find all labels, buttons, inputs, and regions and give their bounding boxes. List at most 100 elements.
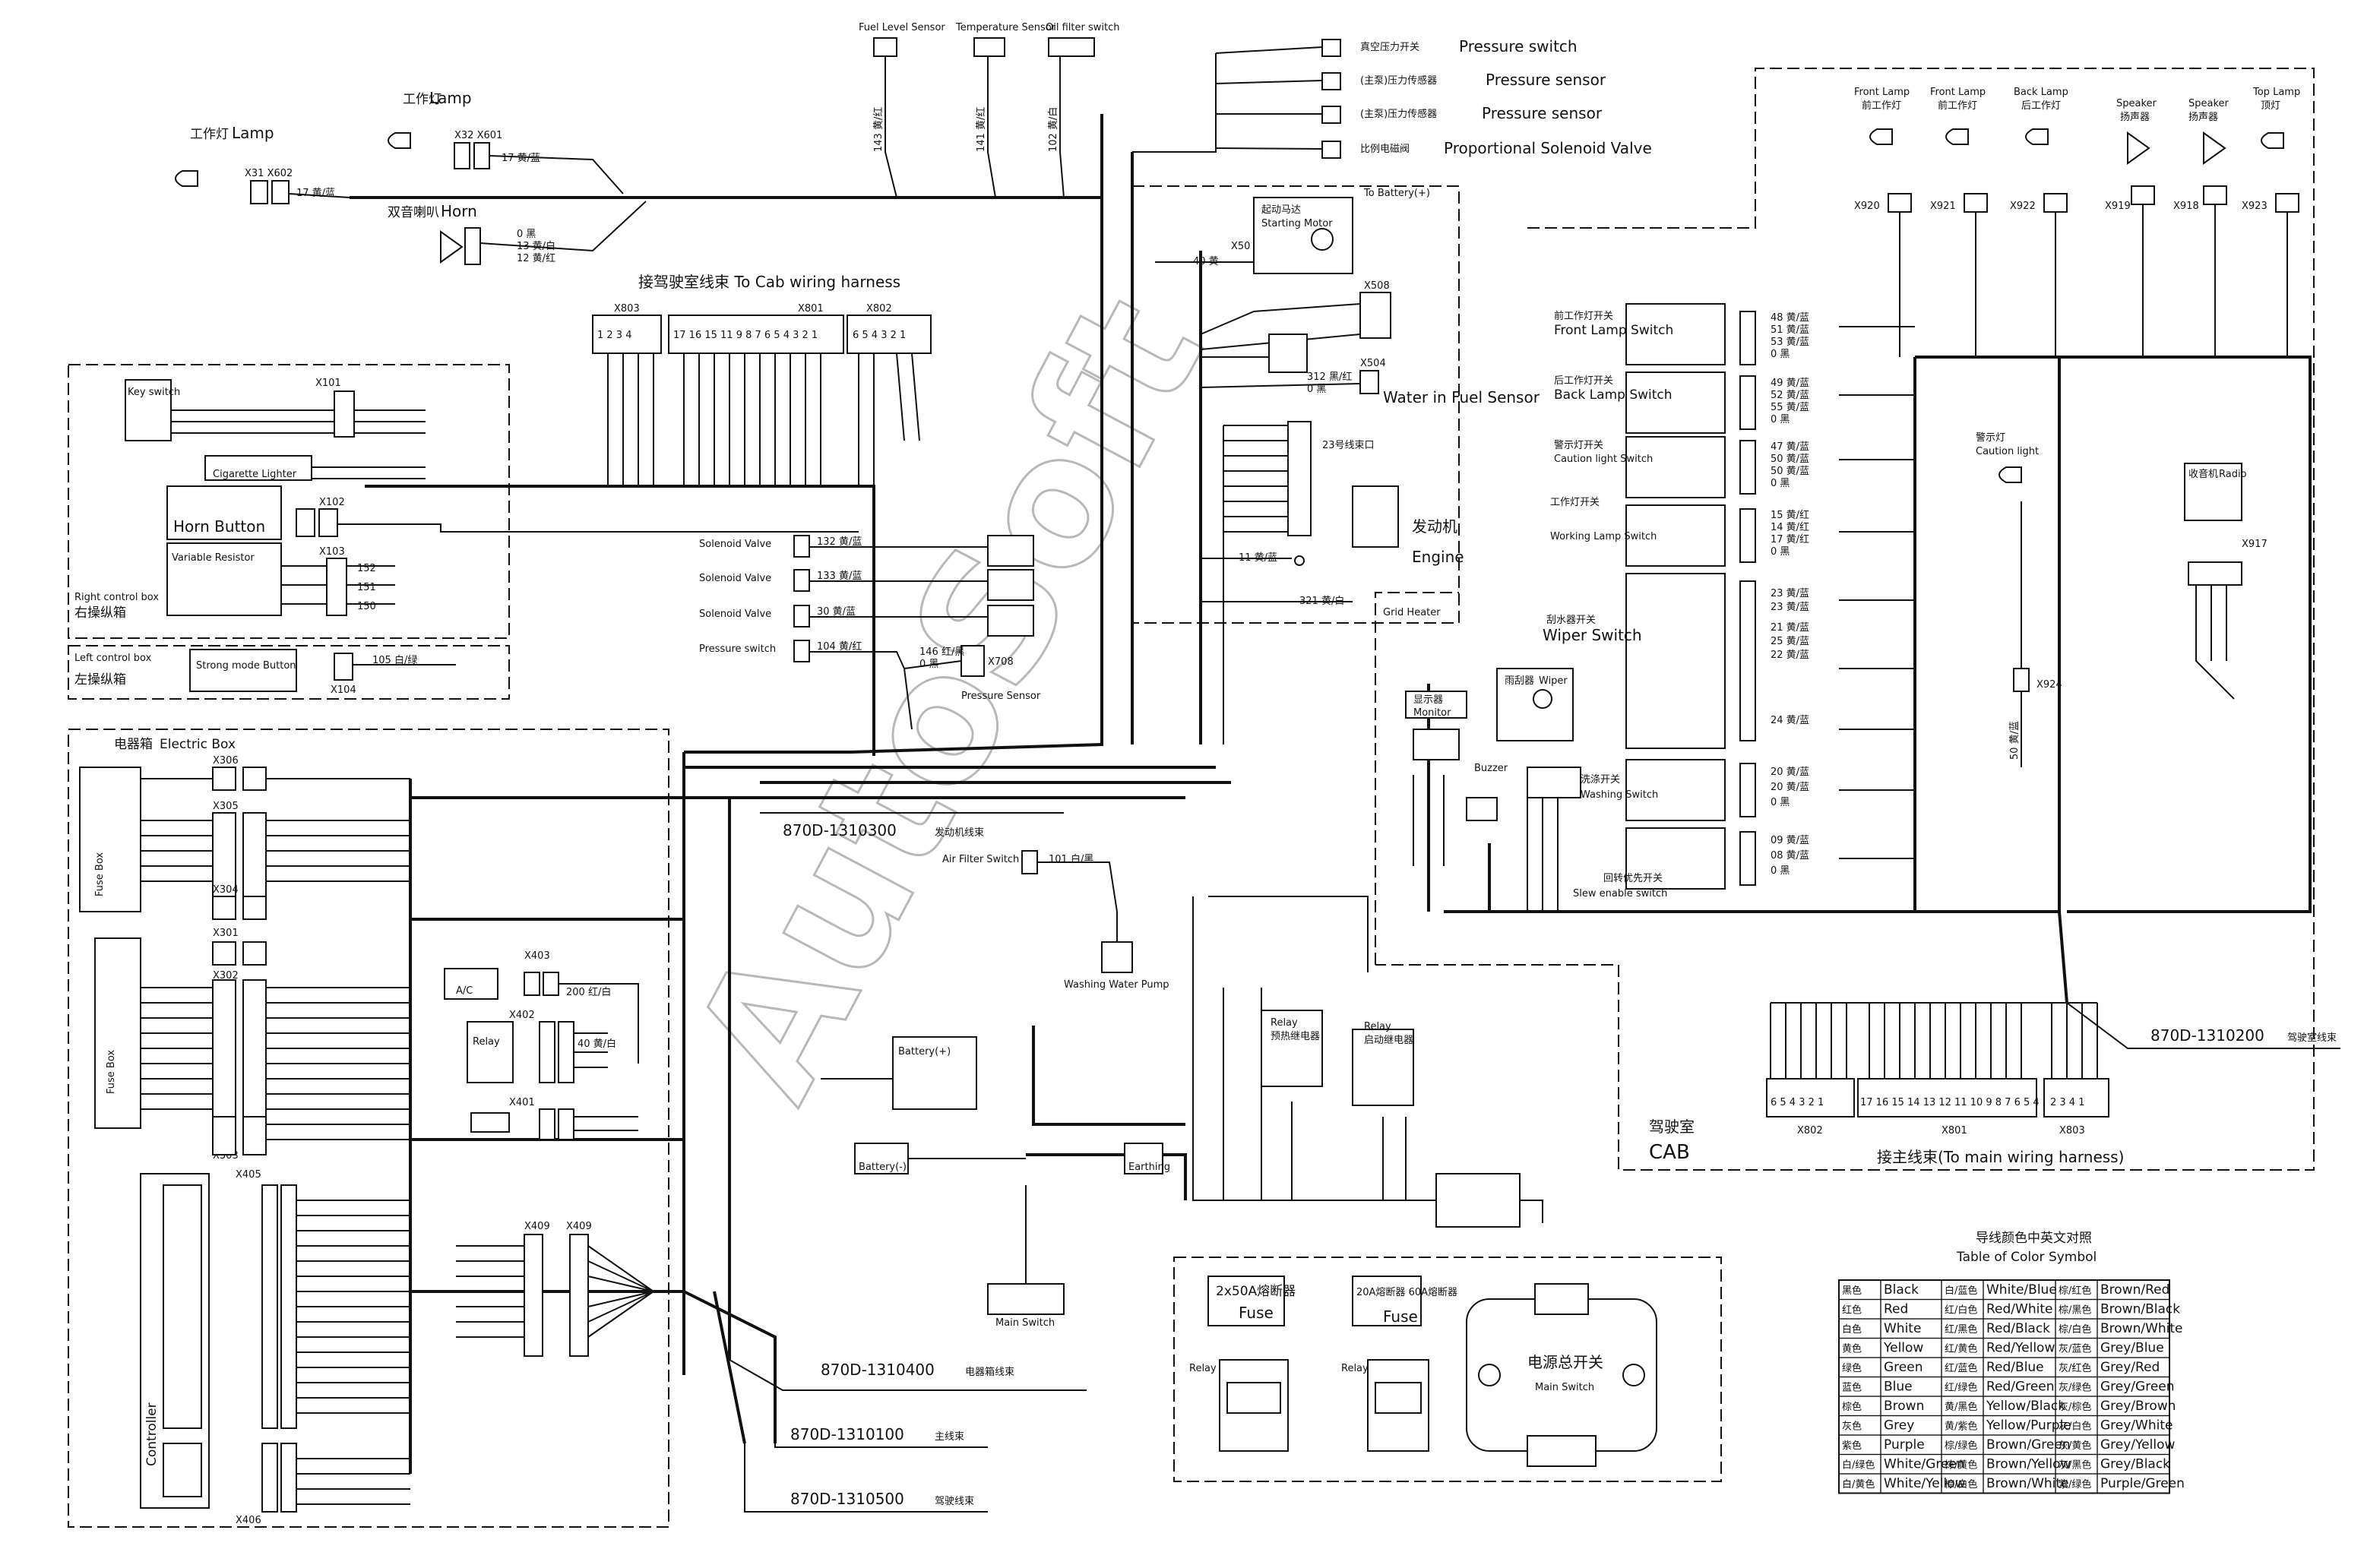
solenoid-2-wire: 133 黄/蓝 bbox=[817, 571, 862, 582]
main-harness-connectors: 6 5 4 3 2 1 X802 17 16 15 14 13 12 11 10… bbox=[1766, 1002, 2124, 1166]
color-table-cell: Grey/Brown bbox=[2100, 1399, 2176, 1414]
oil-filter-switch-wire: 102 黄/白 bbox=[1047, 107, 1059, 152]
main-switch-bottom-en: Main Switch bbox=[1535, 1382, 1594, 1393]
solenoid-2: Solenoid Valve 133 黄/蓝 bbox=[699, 569, 1034, 601]
x401-label: X401 bbox=[509, 1097, 535, 1108]
main-wire-trunks bbox=[350, 114, 2312, 1444]
color-table-cell: Red/Blue bbox=[1986, 1360, 2044, 1375]
color-table-cell: 棕/黑色 bbox=[2059, 1304, 2091, 1317]
solenoid-4-wire: 104 黄/红 bbox=[817, 640, 862, 653]
strong-mode-button-label: Strong mode Button bbox=[196, 660, 296, 672]
color-table-cell: 灰/蓝色 bbox=[2059, 1343, 2091, 1355]
monitor: 显示器 Monitor bbox=[1405, 691, 1467, 866]
harness-ref-2-cn: 电器箱线束 bbox=[965, 1366, 1014, 1378]
right-control-box-en: Right control box bbox=[74, 592, 159, 603]
wiper-switch-wire-2: 23 黄/蓝 bbox=[1771, 602, 1809, 613]
caution-light-conn: X924 bbox=[2036, 679, 2062, 691]
washing-switch-en: Washing Switch bbox=[1581, 789, 1658, 801]
x405-label: X405 bbox=[236, 1169, 261, 1181]
color-table-cell: 灰/黄色 bbox=[2059, 1440, 2091, 1452]
pressure-switch-row: 真空压力开关 Pressure switch bbox=[1215, 37, 1578, 57]
color-table-cell: 蓝色 bbox=[1842, 1382, 1862, 1394]
air-filter-wire: 101 白/黑 bbox=[1049, 853, 1093, 865]
lamp-left-2: 工作灯 Lamp X32 X601 17 黄/蓝 bbox=[388, 89, 624, 194]
color-table-cell: 灰/黑色 bbox=[2059, 1459, 2091, 1472]
ac-block: A/C X403 200 红/白 bbox=[444, 950, 639, 1064]
pressure-items: 真空压力开关 Pressure switch (主泵)压力传感器 Pressur… bbox=[1132, 37, 1652, 159]
ac-label: A/C bbox=[456, 985, 473, 997]
front-lamp-switch: 前工作灯开关 Front Lamp Switch 48 黄/蓝 51 黄/蓝 5… bbox=[1554, 303, 1809, 365]
color-table-cell: White/Green bbox=[1884, 1457, 1965, 1472]
color-table-cell: 红/蓝色 bbox=[1945, 1362, 1977, 1374]
svg-text:152: 152 bbox=[357, 563, 376, 574]
top-right-devices: Front Lamp 前工作灯 X920 Front Lamp 前工作灯 X92… bbox=[1854, 87, 2300, 767]
x302-label: X302 bbox=[213, 970, 239, 982]
x409-block: X409 X409 bbox=[456, 1221, 654, 1357]
top-right-device-2-conn: X921 bbox=[1930, 201, 1956, 212]
working-lamp-switch-wire-1: 15 黄/红 bbox=[1771, 509, 1809, 521]
caution-light-switch-wire-1: 47 黄/蓝 bbox=[1771, 441, 1809, 453]
washing-switch-wire-2: 20 黄/蓝 bbox=[1771, 782, 1809, 793]
pressure-sensor-x707-label: Pressure Sensor bbox=[961, 691, 1041, 702]
cigarette-lighter-label: Cigarette Lighter bbox=[213, 469, 297, 480]
color-table-cell: Brown/Green bbox=[1986, 1437, 2071, 1453]
horn-cn: 双音喇叭 bbox=[388, 205, 439, 220]
washing-pump: Washing Water Pump bbox=[1064, 912, 1169, 991]
lamp-left-2-en: Lamp bbox=[429, 89, 472, 107]
svg-text:151: 151 bbox=[357, 582, 376, 593]
relay-x402-wire: 40 黄/白 bbox=[578, 1038, 616, 1050]
color-table-cell: 绿色 bbox=[1842, 1362, 1862, 1374]
cab-en: CAB bbox=[1649, 1141, 1690, 1164]
main-x802-label: X802 bbox=[1797, 1125, 1823, 1136]
engine-conn-cn: 23号线束口 bbox=[1322, 440, 1375, 451]
cab-switches: 前工作灯开关 Front Lamp Switch 48 黄/蓝 51 黄/蓝 5… bbox=[1543, 303, 1915, 899]
wiper-switch-wire-4: 25 黄/蓝 bbox=[1771, 636, 1809, 647]
svg-text:150: 150 bbox=[357, 601, 376, 612]
top-right-device-3-conn: X922 bbox=[2010, 201, 2036, 212]
washing-pump-label: Washing Water Pump bbox=[1064, 979, 1169, 991]
bottom-components: 2x50A熔断器 Fuse 20A熔断器 60A熔断器 Fuse Relay R… bbox=[1173, 1257, 1722, 1482]
svg-text:1 2 3 4: 1 2 3 4 bbox=[597, 330, 631, 341]
color-table-cell: Brown bbox=[1884, 1399, 1924, 1414]
back-lamp-switch-wire-2: 52 黄/蓝 bbox=[1771, 390, 1809, 401]
pressure-item-2-en: Pressure sensor bbox=[1486, 71, 1606, 89]
wiper-switch-en: Wiper Switch bbox=[1543, 626, 1642, 644]
color-table-cell: White/Blue bbox=[1986, 1282, 2057, 1298]
left-control-box-cn: 左操纵箱 bbox=[74, 672, 126, 688]
color-table-cell: Grey/Red bbox=[2100, 1360, 2160, 1375]
x406-label: X406 bbox=[236, 1515, 261, 1526]
harness-refs: 870D-1310300 发动机线束 870D-1310400 电器箱线束 87… bbox=[729, 812, 2340, 1513]
color-table-cell: 白/黄色 bbox=[1842, 1478, 1875, 1491]
harness-ref-4-cn: 驾驶线束 bbox=[935, 1496, 974, 1507]
relay-bottom-2-label: Relay bbox=[1341, 1363, 1369, 1374]
solenoid-4-label: Pressure switch bbox=[699, 643, 776, 655]
battery-pos-label: Battery(+) bbox=[898, 1046, 951, 1057]
color-table-cell: 灰/绿色 bbox=[2059, 1382, 2091, 1394]
wiper-switch-cn: 刮水器开关 bbox=[1546, 615, 1596, 626]
relay-mid-1-en: Relay bbox=[1271, 1017, 1298, 1029]
washing-switch-wire-1: 20 黄/蓝 bbox=[1771, 767, 1809, 778]
x304-label: X304 bbox=[213, 884, 239, 896]
color-table-cell: 棕/绿色 bbox=[1945, 1440, 1977, 1452]
relay-mid-1-cn: 预热继电器 bbox=[1271, 1031, 1320, 1042]
color-table-cell: Red bbox=[1884, 1302, 1908, 1317]
working-lamp-switch-cn: 工作灯开关 bbox=[1550, 497, 1600, 508]
washing-switch-wire-3: 0 黑 bbox=[1771, 797, 1790, 808]
top-right-device-2: Front Lamp 前工作灯 X921 bbox=[1930, 87, 1988, 357]
buzzer-label: Buzzer bbox=[1474, 763, 1508, 774]
top-right-device-5-en: Speaker bbox=[2188, 98, 2230, 109]
color-table-cell: 灰/红色 bbox=[2059, 1362, 2091, 1374]
x103-label: X103 bbox=[319, 546, 345, 558]
color-table-cell: Yellow/Black bbox=[1986, 1399, 2065, 1414]
caution-light: 警示灯 Caution light X924 50 黄/蓝 bbox=[1976, 432, 2062, 767]
wiper-switch-wire-5: 22 黄/蓝 bbox=[1771, 650, 1809, 661]
back-lamp-switch-en: Back Lamp Switch bbox=[1554, 387, 1673, 403]
color-table-cell: 黄色 bbox=[1842, 1343, 1862, 1355]
color-table-cell: Red/Black bbox=[1986, 1321, 2050, 1336]
wiper: 雨刮器 Wiper bbox=[1496, 668, 1581, 912]
color-table-cell: Brown/White bbox=[2100, 1321, 2183, 1336]
harness-ref-1-code: 870D-1310300 bbox=[783, 821, 897, 839]
front-lamp-switch-wire-2: 51 黄/蓝 bbox=[1771, 324, 1809, 336]
watermark: AutoSoft bbox=[654, 265, 1244, 1130]
solenoid-3-label: Solenoid Valve bbox=[699, 609, 771, 620]
